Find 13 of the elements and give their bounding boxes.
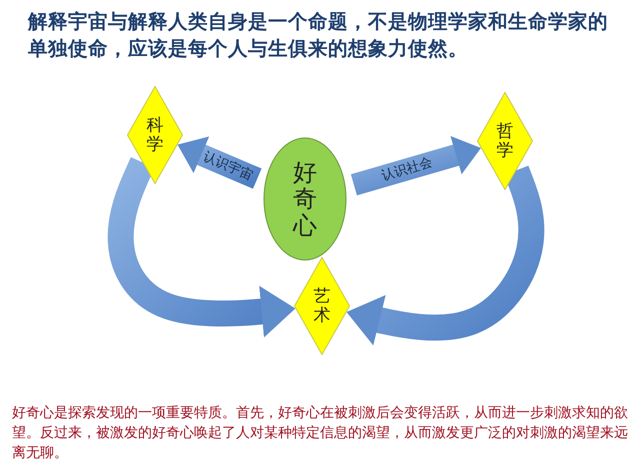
- node-label: 科学: [146, 116, 164, 154]
- edge-label: 认识社会: [379, 154, 434, 186]
- node-label: 哲学: [496, 122, 514, 160]
- node-label: 好奇心: [293, 159, 317, 239]
- block-arrow: [108, 157, 297, 338]
- decision-diamond: [477, 92, 533, 190]
- decision-diamond: [294, 257, 350, 355]
- ellipse-node: [263, 137, 347, 261]
- caption: 好奇心是探索发现的一项重要特质。首先，好奇心在被刺激后会变得活跃，从而进一步刺激求知的欲望。反过来，被激发的好奇心唤起了人对某种特定信息的渴望，从而激发更广泛的对刺激的渴望来远离无聊。: [12, 404, 629, 463]
- title: 解释宇宙与解释人类自身是一个命题，不是物理学家和生命学家的单独使命，应该是每个人与生俱来的想象力使然。: [28, 9, 609, 62]
- edge-label: 认识宇宙: [200, 148, 255, 184]
- decision-diamond: [127, 86, 183, 184]
- node-label: 艺术: [314, 287, 330, 325]
